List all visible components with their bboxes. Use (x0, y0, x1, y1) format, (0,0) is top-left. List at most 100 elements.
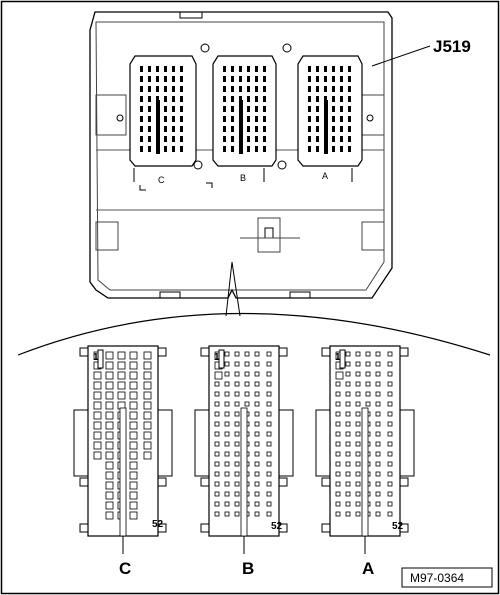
connector-pin-cavity (365, 371, 371, 377)
socket-pin-slot (156, 86, 159, 92)
socket-pin-slot (180, 66, 183, 72)
connector-pin-cavity (224, 511, 230, 517)
connector-pin-cavity (105, 461, 114, 470)
connector-pin-cavity (355, 501, 361, 507)
connector-pin-cavity (224, 381, 230, 387)
connector-pin-cavity (93, 411, 102, 420)
connector-pin-cavity (375, 371, 381, 377)
socket-pin-slot (263, 106, 266, 112)
connector-pin-cavity (214, 431, 220, 437)
connector-pin-cavity (224, 411, 230, 417)
connector-pin-cavity (345, 471, 351, 477)
connector-pin-cavity (93, 451, 102, 460)
connector-rail (361, 407, 369, 537)
connector-pin-cavity (234, 461, 240, 467)
socket-pin-slot (172, 86, 175, 92)
socket-pin-slot (308, 136, 311, 142)
connector-pin-cavity (266, 441, 272, 447)
connector-pin-cavity (387, 481, 393, 487)
connector-pin-cavity (254, 511, 260, 517)
connector-c-pin-last: 52 (152, 519, 164, 530)
connector-pin-cavity (105, 481, 114, 490)
connector-pin-cavity (129, 391, 138, 400)
connector-flange-left (73, 409, 89, 477)
connector-pin-cavity (355, 381, 361, 387)
socket-pin-slot (324, 96, 327, 102)
connector-pin-cavity (266, 471, 272, 477)
connector-pin-cavity (375, 471, 381, 477)
connector-pin-cavity (105, 381, 114, 390)
connector-pin-cavity (105, 431, 114, 440)
socket-pin-slot (164, 76, 167, 82)
socket-pin-slot (255, 126, 258, 132)
connector-pin-cavity (214, 371, 223, 380)
connector-pin-cavity (266, 391, 272, 397)
socket-pin-slot (223, 76, 226, 82)
socket-pin-slot (148, 96, 151, 102)
connector-pin-cavity (266, 491, 272, 497)
connector-pin-cavity (234, 511, 240, 517)
connector-pin-cavity (214, 401, 220, 407)
connector-pin-cavity (387, 511, 393, 517)
socket-pin-slot (239, 66, 242, 72)
connector-flange-right (399, 409, 415, 477)
socket-pin-slot (348, 116, 351, 122)
connector-pin-cavity (244, 381, 250, 387)
socket-pin-slot (263, 96, 266, 102)
connector-pin-cavity (375, 451, 381, 457)
connector-lug (157, 477, 167, 487)
socket-pin-slot (164, 146, 167, 152)
socket-pin-slot (164, 116, 167, 122)
socket-center-bar (156, 100, 160, 154)
connector-pin-cavity (129, 381, 138, 390)
connector-pin-cavity (266, 451, 272, 457)
connector-pin-cavity (234, 361, 240, 367)
connector-pin-cavity (387, 501, 393, 507)
connector-pin-cavity (365, 401, 371, 407)
socket-pin-slot (348, 66, 351, 72)
connector-pin-cavity (387, 371, 393, 377)
connector-pin-cavity (143, 381, 152, 390)
socket-pin-slot (340, 116, 343, 122)
socket-pin-slot (308, 146, 311, 152)
connector-pin-cavity (375, 351, 381, 357)
socket-pin-slot (308, 126, 311, 132)
connector-pin-cavity (224, 371, 230, 377)
socket-pin-slot (223, 96, 226, 102)
socket-pin-slot (156, 96, 159, 102)
connector-lug (321, 523, 331, 533)
socket-pin-slot (308, 106, 311, 112)
socket-pin-slot (308, 116, 311, 122)
connector-pin-cavity (129, 441, 138, 450)
connector-b-pin-last: 52 (271, 521, 283, 532)
connector-pin-cavity (214, 481, 220, 487)
connector-pin-cavity (335, 491, 341, 497)
connector-pin-cavity (345, 441, 351, 447)
connector-pin-cavity (214, 451, 220, 457)
connector-pin-cavity (375, 461, 381, 467)
connector-pin-cavity (129, 471, 138, 480)
connector-pin-cavity (93, 401, 102, 410)
connector-pin-cavity (234, 471, 240, 477)
connector-pin-cavity (129, 401, 138, 410)
connector-pin-cavity (375, 361, 381, 367)
connector-pin-cavity (355, 471, 361, 477)
connector-letter-b: B (242, 559, 254, 578)
connector-pin-cavity (355, 461, 361, 467)
socket-pin-slot (172, 116, 175, 122)
connector-pin-cavity (365, 381, 371, 387)
connector-lug (399, 347, 409, 357)
socket-pin-slot (247, 116, 250, 122)
socket-pin-slot (231, 96, 234, 102)
connector-pin-cavity (345, 501, 351, 507)
socket-pin-slot (324, 86, 327, 92)
connector-pin-cavity (105, 511, 114, 520)
connector-pin-cavity (335, 371, 344, 380)
connector-pin-cavity (234, 391, 240, 397)
socket-pin-slot (140, 106, 143, 112)
connector-pin-cavity (224, 401, 230, 407)
connector-pin-cavity (244, 401, 250, 407)
housing-letter-b: B (240, 173, 246, 183)
socket-pin-slot (316, 96, 319, 102)
